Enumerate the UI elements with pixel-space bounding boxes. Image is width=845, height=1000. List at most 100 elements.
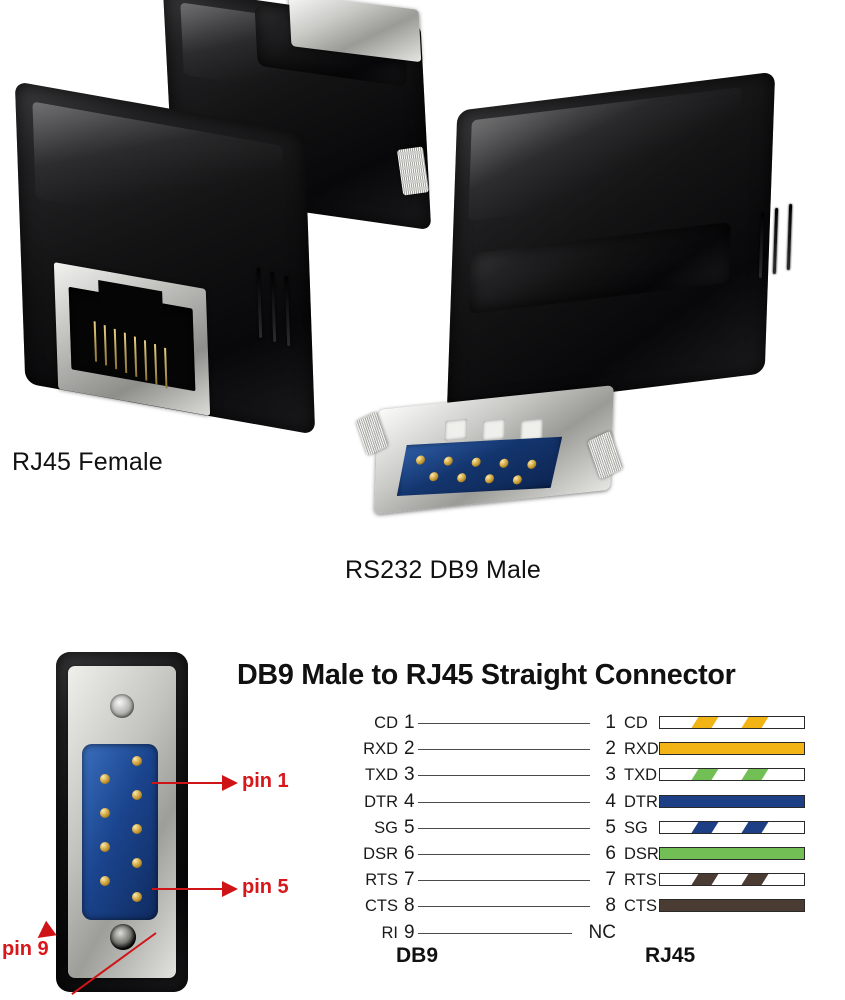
db9-closeup-blue-insert: [82, 744, 158, 920]
wire-stripe: [735, 874, 773, 886]
connection-line: [418, 775, 590, 777]
connection-line: [418, 932, 572, 934]
rj45-pin-number: 1: [605, 712, 616, 733]
connection-line: [418, 801, 590, 803]
db9-signal-label: CTS: [365, 897, 398, 916]
wire-color-swatch-blue: [659, 794, 805, 808]
rj45-pin-number: 3: [605, 764, 616, 786]
db9-pin-number: 2: [404, 738, 415, 760]
rj45-pin-number: 5: [605, 816, 616, 838]
connection-line: [418, 880, 590, 882]
pin-row: CD 1 1 CD: [0, 712, 845, 736]
db9-signal-label: SG: [374, 818, 398, 837]
db9-flange-window: [482, 418, 506, 442]
product-photo-area: RJ45 Female RS232 DB9 Male: [12, 0, 793, 584]
db9-closeup-pin: [100, 808, 110, 818]
db9-signal-label: CD: [374, 714, 398, 732]
db9-pin-number: 1: [404, 712, 415, 733]
db9-closeup-pin: [100, 774, 110, 784]
wire-color-swatch-orange-stripe: [659, 716, 805, 729]
db9-signal-label: TXD: [365, 766, 398, 785]
pin-row: RXD 2 2 RXD: [0, 738, 845, 762]
db9-closeup-pin: [100, 842, 110, 852]
vent-slot: [772, 207, 779, 275]
pin5-arrow-head: [222, 881, 238, 897]
wire-stripe: [735, 769, 773, 781]
wire-color-swatch-green: [659, 847, 805, 860]
footer-db9: DB9: [396, 944, 439, 967]
rj45-pin-number: 7: [605, 869, 616, 891]
db9-pin-number: 3: [404, 764, 415, 786]
connection-line: [418, 723, 590, 724]
pin-row: DTR 4 4 DTR: [0, 791, 845, 815]
pin5-arrow-line: [152, 888, 224, 890]
db9-flange-window: [444, 418, 468, 442]
db9-closeup-pin-9: [100, 876, 110, 886]
left-photo-caption: RJ45 Female: [12, 448, 163, 476]
db9-pin-number: 5: [404, 816, 415, 838]
rj45-signal-label: TXD: [624, 766, 657, 785]
wire-color-swatch-brown-stripe: [659, 873, 805, 887]
db9-closeup-screwhole-bottom: [110, 924, 136, 950]
connection-line: [418, 906, 590, 908]
wire-stripe: [685, 874, 723, 886]
db9-pin-number: 4: [404, 790, 415, 812]
db9-closeup-pin-1: [132, 756, 142, 766]
wire-color-swatch-blue-stripe: [659, 820, 805, 834]
rj45-signal-label: CD: [624, 714, 648, 732]
wire-color-swatch-orange: [659, 742, 805, 756]
db9-closeup-screwhole-top: [110, 694, 134, 718]
diagram-title: DB9 Male to RJ45 Straight Connector: [237, 659, 736, 691]
wire-color-swatch-brown: [659, 899, 805, 913]
connection-line: [418, 854, 590, 855]
db9-closeup-pin: [132, 790, 142, 800]
db9-signal-label: RXD: [363, 740, 398, 759]
rj45-signal-label: CTS: [624, 897, 657, 916]
callout-pin-1: pin 1: [242, 770, 289, 792]
rj45-pin-number: 2: [605, 738, 616, 760]
wire-stripe: [685, 769, 723, 781]
rj45-pin-nc: NC: [588, 921, 616, 943]
db9-pin-number: 7: [404, 869, 415, 891]
connection-line: [418, 827, 590, 829]
db9-pin-number: 8: [404, 895, 415, 917]
pin-row: RI 9 NC: [0, 922, 845, 946]
db9-male-plug: [353, 341, 669, 554]
db9-pin-number: 9: [404, 921, 415, 943]
wire-stripe: [735, 717, 773, 728]
pin-row: DSR 6 6 DSR: [0, 843, 845, 867]
pin1-arrow-head: [222, 775, 238, 791]
rj45-female-jack: [53, 262, 211, 416]
rj45-pin-number: 8: [605, 895, 616, 917]
wire-stripe: [735, 821, 773, 833]
callout-pin-5: pin 5: [242, 876, 289, 898]
pin-row: CTS 8 8 CTS: [0, 895, 845, 919]
db9-pin-number: 6: [404, 843, 415, 864]
wire-color-swatch-green-stripe: [659, 768, 805, 782]
rj45-signal-label: RTS: [624, 871, 657, 890]
footer-rj45: RJ45: [645, 944, 696, 967]
rj45-pin-number: 6: [605, 843, 616, 864]
db9-closeup-pin-5: [132, 892, 142, 902]
pin-row: SG 5 5 SG: [0, 817, 845, 841]
callout-pin-9: pin 9: [2, 938, 49, 960]
connection-line: [418, 749, 590, 751]
rj45-signal-label: DSR: [624, 845, 659, 863]
db9-signal-label: DSR: [363, 845, 398, 863]
wire-stripe: [685, 717, 723, 728]
rj45-signal-label: SG: [624, 818, 648, 837]
wire-stripe: [685, 821, 723, 833]
db9-flange-window: [520, 418, 543, 442]
rj45-signal-label: RXD: [624, 740, 659, 759]
db9-closeup-photo: [56, 652, 188, 992]
rj45-pin-number: 4: [605, 790, 616, 812]
rj45-signal-label: DTR: [624, 792, 658, 811]
vent-slot: [786, 203, 793, 271]
db9-closeup-pin: [132, 824, 142, 834]
pin-row: TXD 3 3 TXD: [0, 764, 845, 788]
db9-closeup-pin: [132, 858, 142, 868]
db9-signal-label: RI: [381, 923, 399, 942]
db9-signal-label: DTR: [364, 792, 398, 811]
pin1-arrow-line: [152, 782, 224, 784]
